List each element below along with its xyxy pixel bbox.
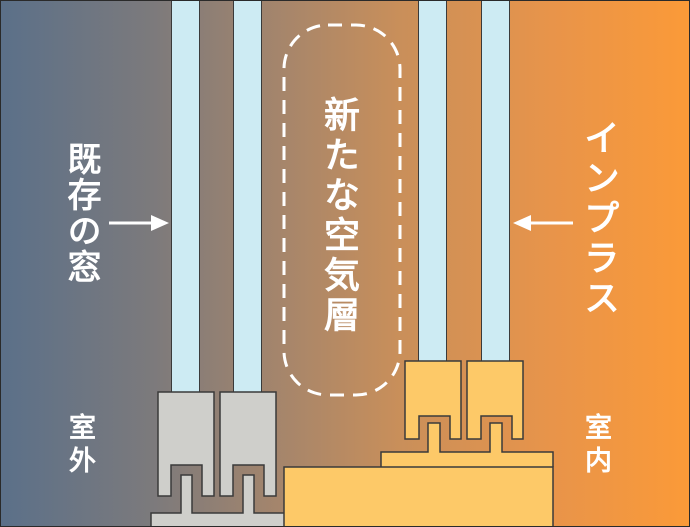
existing-window-frame: [150, 391, 287, 526]
inplus-frame: [283, 360, 554, 526]
existing-window-glass-inner: [233, 1, 262, 393]
inplus-glass-inner: [481, 1, 510, 363]
existing-window-glass-outer: [171, 1, 200, 393]
outdoor-label: 室外: [64, 413, 95, 479]
air-layer-outline: [282, 23, 402, 397]
inplus-glass-outer: [418, 1, 447, 363]
existing-window-label: 既存の窓: [61, 141, 101, 285]
arrow-right-icon: [109, 215, 169, 231]
indoor-label: 室内: [580, 413, 611, 479]
inplus-label: インプラス: [578, 119, 619, 319]
new-air-layer-label: 新たな空気層: [318, 96, 359, 336]
arrow-left-icon: [513, 215, 573, 231]
